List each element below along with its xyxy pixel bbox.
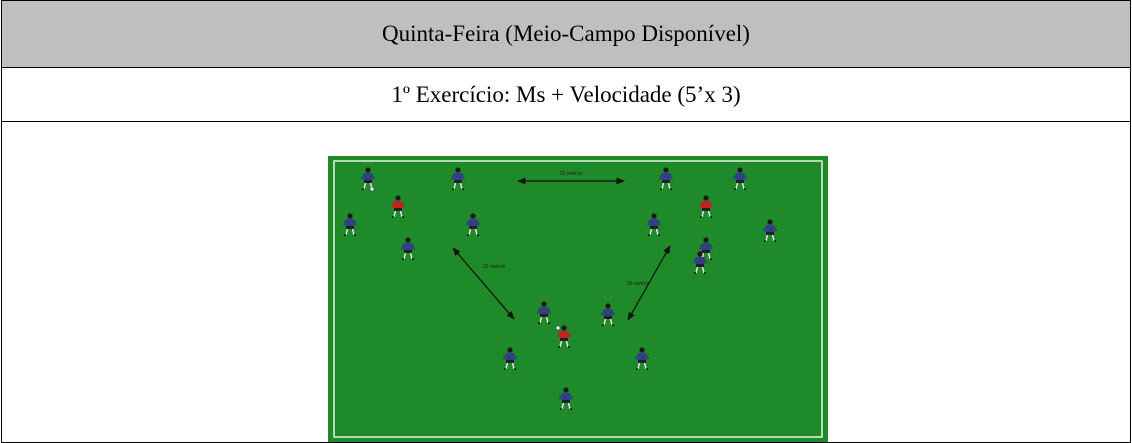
player-figure-icon [558,387,574,410]
player-figure-icon [646,213,662,236]
player-figure-icon [536,301,552,324]
player-figure-icon [390,195,406,218]
player-figure-icon [342,213,358,236]
player-figure-icon [732,167,748,190]
player-figure-icon [634,347,650,370]
pitch-background [328,156,828,442]
diagram-row: 20 metros 20 metros 20 metros [2,122,1130,443]
distance-label-left: 20 metros [483,264,506,270]
title-row: Quinta-Feira (Meio-Campo Disponível) [2,1,1130,68]
distance-label-right: 20 metros [627,281,650,287]
pitch-boundary-line [333,160,823,438]
player-figure-icon [502,347,518,370]
players-layer [342,167,778,410]
player-figure-icon [465,213,481,236]
soccer-field: 20 metros 20 metros 20 metros [328,156,828,442]
double-arrow-icon [452,247,515,320]
player-figure-icon [698,195,714,218]
double-arrow-icon [627,245,671,321]
ball-icon [369,186,375,192]
player-figure-icon [450,167,466,190]
player-figure-icon [556,325,572,348]
field-diagram: 20 metros 20 metros 20 metros [328,156,828,442]
ball-icon [555,325,561,331]
distance-label-top: 20 metros [560,171,583,177]
exercise-label: 1º Exercício: Ms + Velocidade (5’x 3) [391,81,741,107]
player-figure-icon [600,303,616,326]
player-figure-icon [692,251,708,274]
session-title: Quinta-Feira (Meio-Campo Disponível) [382,21,750,46]
player-figure-icon [658,167,674,190]
exercise-row: 1º Exercício: Ms + Velocidade (5’x 3) [2,68,1130,122]
player-figure-icon [400,237,416,260]
player-figure-icon [762,219,778,242]
